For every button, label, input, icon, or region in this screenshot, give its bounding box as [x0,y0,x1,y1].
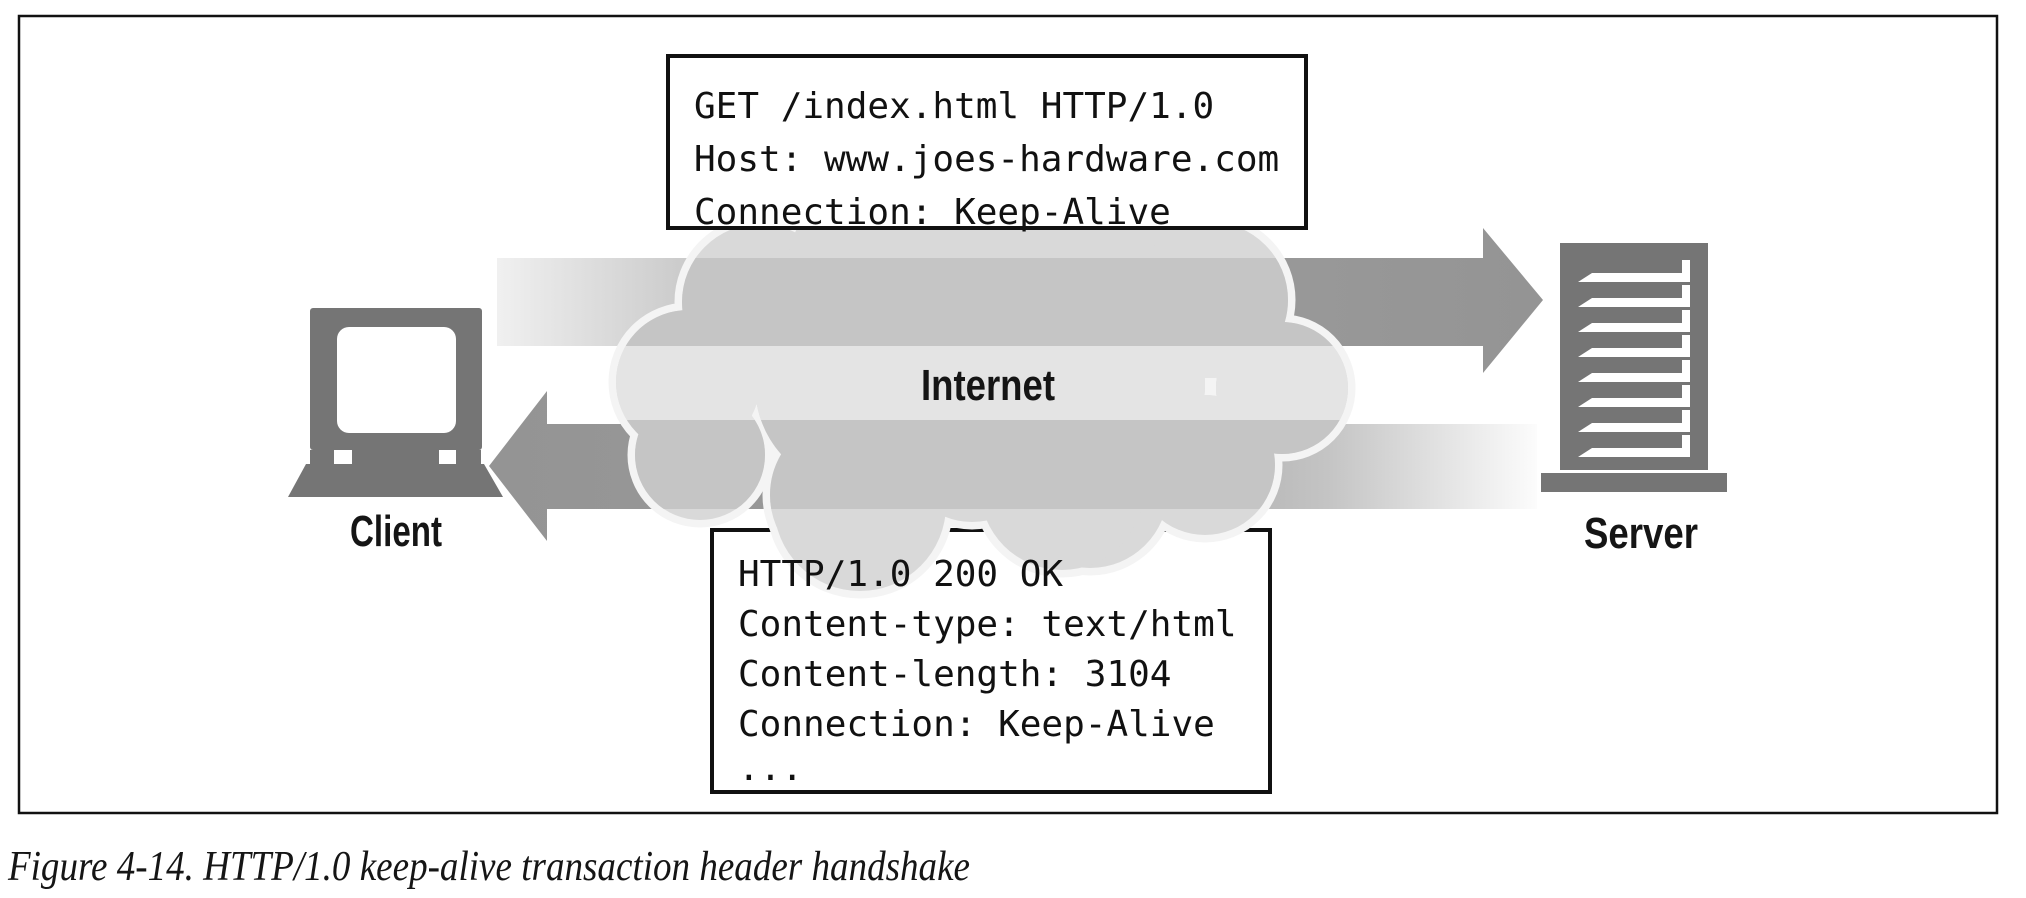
client-computer-icon [288,308,503,497]
server-label: Server [1584,509,1698,558]
response-line: Content-length: 3104 [738,654,1171,695]
request-line: Host: www.joes-hardware.com [694,139,1279,180]
server-vent-slats [1578,260,1690,457]
response-line: HTTP/1.0 200 OK [738,554,1063,595]
request-headers-text: GET /index.html HTTP/1.0 Host: www.joes-… [694,86,1279,233]
figure-border [17,14,1999,815]
figure-caption: Figure 4-14. HTTP/1.0 keep-alive transac… [7,844,970,890]
request-headers-box [666,54,1308,230]
response-line: ... [738,748,803,789]
response-line: Content-type: text/html [738,604,1237,645]
internet-label: Internet [921,361,1055,410]
request-line: GET /index.html HTTP/1.0 [694,86,1214,127]
cloud-traffic-bands [616,258,1348,509]
response-line: Connection: Keep-Alive [738,704,1215,745]
server-tower-icon [1541,243,1727,492]
response-headers-text: HTTP/1.0 200 OK Content-type: text/html … [738,554,1237,789]
client-label: Client [350,507,442,556]
request-line: Connection: Keep-Alive [694,192,1171,233]
